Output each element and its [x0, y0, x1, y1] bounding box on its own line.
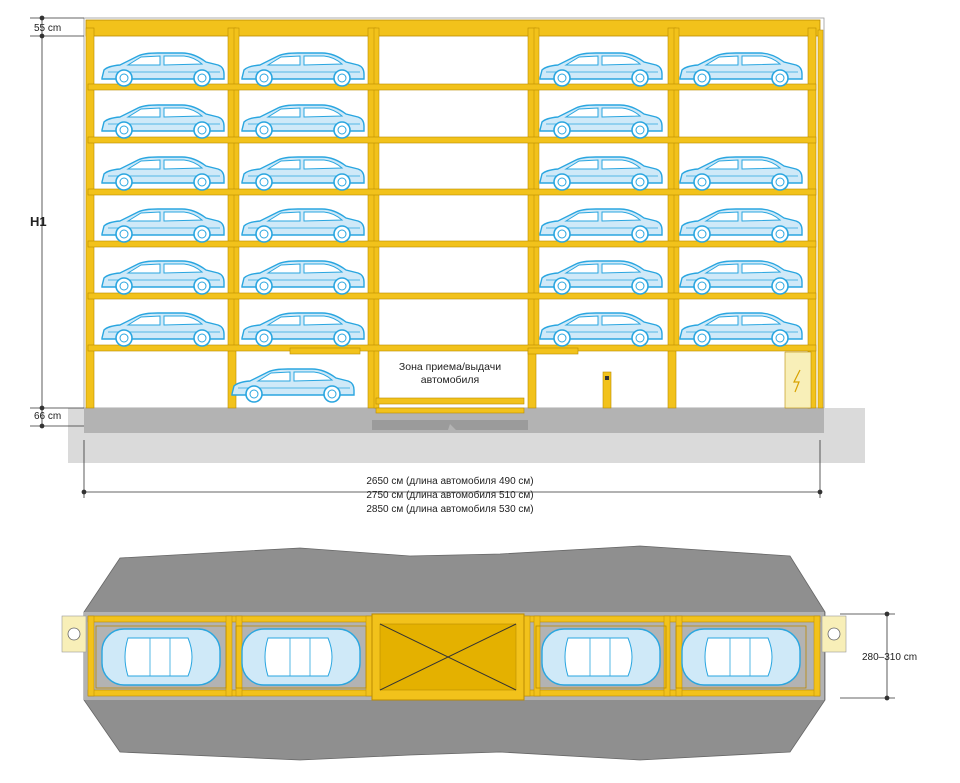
car-col-5-4 — [679, 208, 803, 243]
lightning-icon — [793, 369, 801, 393]
car-col-1-1 — [101, 52, 225, 87]
length-label-2: 2750 см (длина автомобиля 510 см) — [366, 489, 533, 501]
car-col-2-3 — [241, 156, 365, 191]
bottom-dim-label: 66 cm — [34, 411, 61, 422]
bollard-marker — [605, 376, 609, 380]
car-col-1-2 — [101, 104, 225, 139]
level-beam-1 — [87, 83, 817, 91]
level-beam-3 — [87, 188, 817, 196]
lift-platform — [375, 397, 525, 405]
electric-panel-icon — [784, 351, 812, 409]
length-label-1: 2650 см (длина автомобиля 490 см) — [366, 475, 533, 487]
car-col-4-3 — [539, 156, 663, 191]
plan-frames — [87, 615, 821, 697]
pulley-left-icon — [67, 627, 81, 641]
plan-frame-post-1 — [87, 615, 95, 697]
plan-pallet-4 — [675, 625, 807, 689]
car-col-2-1 — [241, 52, 365, 87]
plan-view — [61, 545, 847, 761]
steel-columns — [85, 27, 817, 409]
plan-frame-post-2 — [225, 615, 233, 697]
plan-frame-post-4 — [365, 615, 373, 697]
car-col-1-6 — [101, 312, 225, 347]
car-col-5-6 — [679, 312, 803, 347]
top-dim-label: 55 cm — [34, 23, 61, 34]
plan-frame-post-8 — [675, 615, 683, 697]
car-col-4-5 — [539, 260, 663, 295]
car-col-2-2 — [241, 104, 365, 139]
car-col-2-4 — [241, 208, 365, 243]
car-at-entry — [231, 368, 355, 403]
plan-frame-post-6 — [533, 615, 541, 697]
plan-dimensions — [840, 611, 895, 701]
car-col-5-3 — [679, 156, 803, 191]
car-col-1-3 — [101, 156, 225, 191]
car-col-1-4 — [101, 208, 225, 243]
bollard-icon — [602, 371, 612, 409]
plan-width-label: 280–310 cm — [862, 652, 917, 663]
car-col-1-5 — [101, 260, 225, 295]
level-beam-6 — [87, 344, 817, 352]
car-col-4-4 — [539, 208, 663, 243]
lift-pit — [372, 420, 528, 430]
plan-pallet-2 — [235, 625, 367, 689]
right-rail — [817, 29, 824, 409]
elevation-view: Зона приема/выдачи автомобиля — [68, 17, 865, 463]
zone-label-line2: автомобиля — [421, 374, 479, 386]
roof-beam — [85, 19, 821, 37]
plan-frame-post-7 — [663, 615, 671, 697]
elevation-dimensions — [30, 15, 823, 498]
car-col-4-1 — [539, 52, 663, 87]
level-beam-5 — [87, 292, 817, 300]
car-col-5-1 — [679, 52, 803, 87]
entry-beam-left — [289, 347, 361, 355]
plan-frame-post-9 — [813, 615, 821, 697]
lift-base — [375, 407, 525, 414]
entry-beam-right — [527, 347, 579, 355]
car-col-2-5 — [241, 260, 365, 295]
column-inner-3 — [533, 27, 540, 349]
plan-car-4 — [681, 628, 801, 686]
level-beam-4 — [87, 240, 817, 248]
plan-frame-post-5 — [523, 615, 531, 697]
car-col-2-6 — [241, 312, 365, 347]
column-inner-1 — [233, 27, 240, 349]
plan-car-3 — [541, 628, 661, 686]
plan-car-2 — [241, 628, 361, 686]
height-label: H1 — [30, 214, 47, 229]
column-inner-4 — [673, 27, 680, 349]
plan-car-1 — [101, 628, 221, 686]
zone-label-line1: Зона приема/выдачи — [399, 361, 501, 373]
level-beam-2 — [87, 136, 817, 144]
pulley-right-icon — [827, 627, 841, 641]
level-beams — [87, 83, 817, 352]
car-col-5-5 — [679, 260, 803, 295]
plan-frame-post-3 — [235, 615, 243, 697]
parked-cars — [101, 52, 803, 347]
column-6 — [807, 27, 817, 409]
lift-cross-b — [379, 623, 517, 691]
car-col-4-6 — [539, 312, 663, 347]
plan-pallet-3 — [535, 625, 667, 689]
plan-pallet-1 — [95, 625, 227, 689]
column-1 — [85, 27, 95, 409]
car-col-4-2 — [539, 104, 663, 139]
length-label-3: 2850 см (длина автомобиля 530 см) — [366, 503, 533, 515]
